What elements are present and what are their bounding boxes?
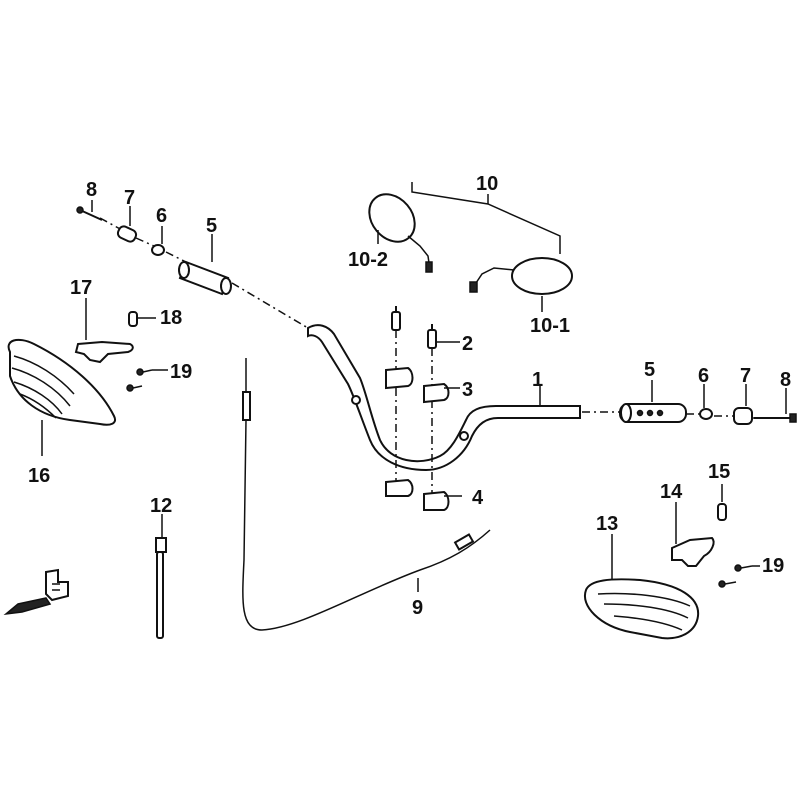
- mirror-set-bracket: [411, 182, 561, 254]
- front-direction-icon: [3, 568, 69, 616]
- mirror-left: [368, 193, 433, 273]
- bolt-right-15: [717, 503, 727, 521]
- clamp-bolts: [391, 306, 437, 349]
- mirror-right: [469, 257, 573, 295]
- label-1: 1: [532, 369, 543, 391]
- weight-left: [116, 225, 138, 243]
- label-6-right: 6: [698, 365, 709, 387]
- label-15: 15: [708, 461, 730, 483]
- leader-lines: [41, 200, 787, 592]
- screws-left-19: [126, 368, 153, 392]
- label-18: 18: [160, 307, 182, 329]
- screw-left: [76, 206, 103, 221]
- label-10: 10: [476, 173, 498, 195]
- screw-right: [754, 413, 797, 423]
- grip-left: [178, 260, 232, 296]
- label-3: 3: [462, 379, 473, 401]
- label-19-right: 19: [762, 555, 784, 577]
- label-7-right: 7: [740, 365, 751, 387]
- label-16: 16: [28, 465, 50, 487]
- handguard-left: [7, 338, 116, 426]
- label-7-left: 7: [124, 187, 135, 209]
- lower-holders: [385, 478, 450, 511]
- handlebar: [307, 324, 581, 472]
- label-8-left: 8: [86, 179, 97, 201]
- handguard-right: [583, 578, 700, 640]
- label-6-left: 6: [156, 205, 167, 227]
- label-13: 13: [596, 513, 618, 535]
- label-12: 12: [150, 495, 172, 517]
- cable-tie: [155, 537, 167, 639]
- bracket-right: [671, 536, 715, 567]
- weight-right: [733, 407, 753, 425]
- label-4: 4: [472, 487, 484, 509]
- grip-right: [619, 403, 687, 423]
- label-19-left: 19: [170, 361, 192, 383]
- label-5-left: 5: [206, 215, 217, 237]
- label-2: 2: [462, 333, 473, 355]
- upper-holders: [385, 366, 450, 404]
- label-14: 14: [660, 481, 683, 503]
- label-17: 17: [70, 277, 92, 299]
- throttle-cable: [242, 358, 491, 631]
- washer-right: [699, 408, 713, 420]
- label-8-right: 8: [780, 369, 791, 391]
- washer-left: [151, 244, 165, 256]
- bracket-left: [74, 340, 134, 364]
- label-10-2: 10-2: [348, 249, 388, 271]
- label-9: 9: [412, 597, 423, 619]
- bolt-left-18: [128, 311, 138, 327]
- label-5-right: 5: [644, 359, 655, 381]
- centerline-left: [231, 282, 309, 329]
- screws-right-19: [718, 564, 753, 588]
- label-10-1: 10-1: [530, 315, 570, 337]
